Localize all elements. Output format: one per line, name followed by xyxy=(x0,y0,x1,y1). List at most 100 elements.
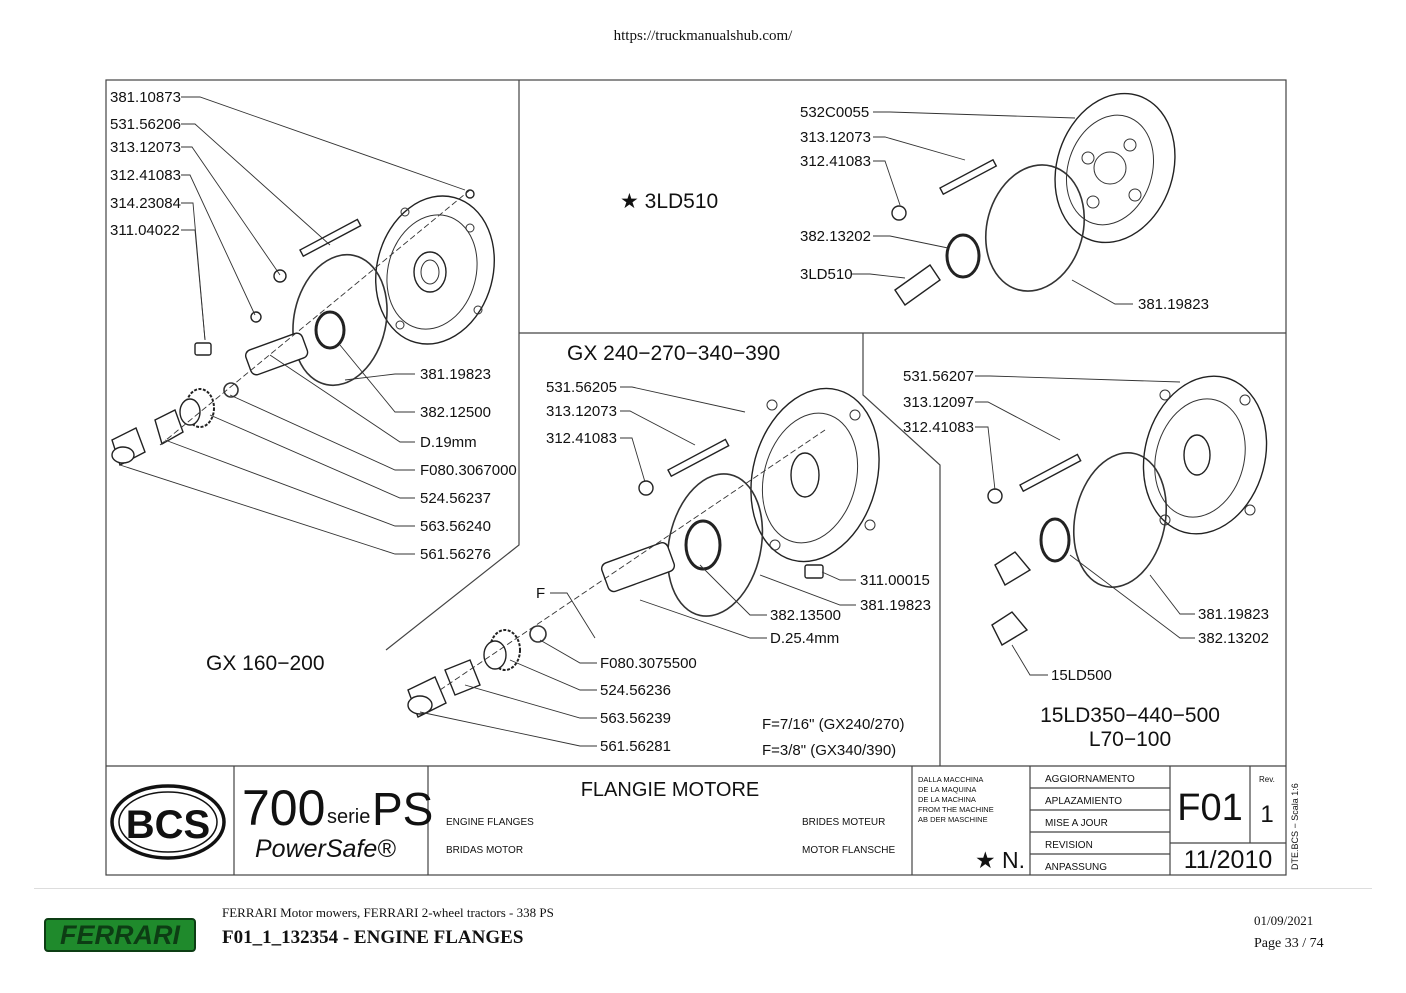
shaft-gx240 xyxy=(600,542,676,593)
seal-3ld510 xyxy=(945,233,981,279)
title-french: BRIDES MOTEUR xyxy=(802,817,885,828)
divider-right xyxy=(862,333,941,766)
update-en: REVISION xyxy=(1045,840,1093,851)
ferrari-logo-text: FERRARI xyxy=(60,920,180,950)
label-f080-3075500: F080.3075500 xyxy=(600,655,697,672)
label-d19mm: D.19mm xyxy=(420,434,477,451)
seal-gx160 xyxy=(314,310,346,350)
label-381-19823-b: 381.19823 xyxy=(1138,296,1209,313)
label-313-12073: 313.12073 xyxy=(110,139,181,156)
seal-15ld350 xyxy=(1039,517,1071,563)
drawing-code: F01 xyxy=(1177,787,1242,829)
leaders-gx160 xyxy=(119,96,466,555)
title-gx240: GX 240−270−340−390 xyxy=(567,342,780,365)
shaft-gx160 xyxy=(244,332,309,376)
model-serie: serie xyxy=(327,806,370,828)
panel-gx160 xyxy=(111,189,495,467)
screw-gx240 xyxy=(804,564,824,579)
label-381-10873: 381.10873 xyxy=(110,89,181,106)
label-313-12073-b: 313.12073 xyxy=(800,129,871,146)
title-spanish: BRIDAS MOTOR xyxy=(446,845,523,856)
update-fr: MISE A JOUR xyxy=(1045,818,1108,829)
label-f080-3067000: F080.3067000 xyxy=(420,462,517,479)
dowel-pin-15ld350 xyxy=(1019,453,1082,493)
from-machine-en: FROM THE MACHINE xyxy=(918,805,994,814)
title-15ld350: 15LD350−440−500 xyxy=(1040,704,1220,727)
label-312-41083-d: 312.41083 xyxy=(903,419,974,436)
panel-3ld510 xyxy=(891,92,1176,306)
seal-gx240 xyxy=(684,519,722,571)
label-312-41083: 312.41083 xyxy=(110,167,181,184)
nut-3ld510 xyxy=(891,205,907,221)
divider-left xyxy=(385,80,520,651)
label-313-12073-c: 313.12073 xyxy=(546,403,617,420)
cam-plate-gx240 xyxy=(444,659,481,696)
label-15ld500: 15LD500 xyxy=(1051,667,1112,684)
label-311-00015: 311.00015 xyxy=(860,572,930,589)
scale-side-text: DTE.BCS − Scala 1:6 xyxy=(1290,783,1300,870)
header-url[interactable]: https://truckmanualshub.com/ xyxy=(613,28,793,44)
bcs-logo xyxy=(110,784,226,860)
label-f: F xyxy=(536,585,545,602)
label-561-56276: 561.56276 xyxy=(420,546,491,563)
o-ring-gx240 xyxy=(666,473,764,617)
label-3ld510: 3LD510 xyxy=(800,266,853,283)
footer-page-number: Page 33 / 74 xyxy=(1254,936,1324,951)
label-531-56205: 531.56205 xyxy=(546,379,617,396)
panel-15ld350 xyxy=(987,375,1268,646)
leaders-3ld510 xyxy=(852,111,1133,305)
footer-document-title: F01_1_132354 - ENGINE FLANGES xyxy=(222,927,524,948)
dowel-pin-gx240 xyxy=(667,438,730,478)
shaft-15ld350-a xyxy=(994,551,1032,586)
title-block: BCS 700 serie PS PowerSafe® FLANGIE MOTO… xyxy=(110,766,1300,875)
update-de: ANPASSUNG xyxy=(1045,862,1107,873)
title-l70-100: L70−100 xyxy=(1089,728,1171,751)
panel-gx240 xyxy=(407,387,880,718)
label-524-56237: 524.56237 xyxy=(420,490,491,507)
title-italian: FLANGIE MOTORE xyxy=(581,779,760,801)
leaders-gx240 xyxy=(419,386,856,747)
footer-separator xyxy=(34,888,1372,889)
dowel-pin-gx160 xyxy=(299,218,362,258)
ferrari-logo: FERRARI xyxy=(44,918,196,952)
rev-number: 1 xyxy=(1260,801,1273,828)
nut-gx240 xyxy=(638,480,654,496)
label-d25-4mm: D.25.4mm xyxy=(770,630,839,647)
label-531-56206: 531.56206 xyxy=(110,116,181,133)
label-382-12500: 382.12500 xyxy=(420,404,491,421)
note-f-3-8: F=3/8" (GX340/390) xyxy=(762,742,896,759)
note-f-7-16: F=7/16" (GX240/270) xyxy=(762,716,905,733)
leaders-15ld350 xyxy=(975,375,1195,676)
flange-bore xyxy=(413,251,447,293)
label-312-41083-b: 312.41083 xyxy=(800,153,871,170)
label-381-19823-a: 381.19823 xyxy=(420,366,491,383)
dowel-pin-3ld510 xyxy=(939,158,998,196)
from-machine-es2: DE LA MACHINA xyxy=(918,795,976,804)
bcs-logo-text: BCS xyxy=(126,803,210,847)
label-381-19823-c: 381.19823 xyxy=(860,597,931,614)
title-english: ENGINE FLANGES xyxy=(446,817,534,828)
label-382-13202-a: 382.13202 xyxy=(800,228,871,245)
label-382-13202-b: 382.13202 xyxy=(1198,630,1269,647)
flange-housing-3ld510 xyxy=(1054,92,1176,244)
update-it: AGGIORNAMENTO xyxy=(1045,774,1135,785)
footer-product-line: FERRARI Motor mowers, FERRARI 2-wheel tr… xyxy=(222,905,554,920)
model-ps: PS xyxy=(372,783,433,835)
small-plug xyxy=(465,189,475,199)
label-561-56281: 561.56281 xyxy=(600,738,671,755)
from-machine-es: DE LA MAQUINA xyxy=(918,785,976,794)
shaft-3ld510 xyxy=(894,264,941,306)
label-312-41083-c: 312.41083 xyxy=(546,430,617,447)
label-524-56236: 524.56236 xyxy=(600,682,671,699)
label-563-56240: 563.56240 xyxy=(420,518,491,535)
rev-label: Rev. xyxy=(1259,775,1275,784)
screw-gx160 xyxy=(194,342,212,356)
drawing-frame xyxy=(105,79,1287,876)
label-532c0055: 532C0055 xyxy=(800,104,869,121)
from-machine-de: AB DER MASCHINE xyxy=(918,815,988,824)
label-563-56239: 563.56239 xyxy=(600,710,671,727)
label-531-56207: 531.56207 xyxy=(903,368,974,385)
update-es: APLAZAMIENTO xyxy=(1045,796,1122,807)
washer-gx160 xyxy=(250,311,262,323)
label-314-23084: 314.23084 xyxy=(110,195,181,212)
